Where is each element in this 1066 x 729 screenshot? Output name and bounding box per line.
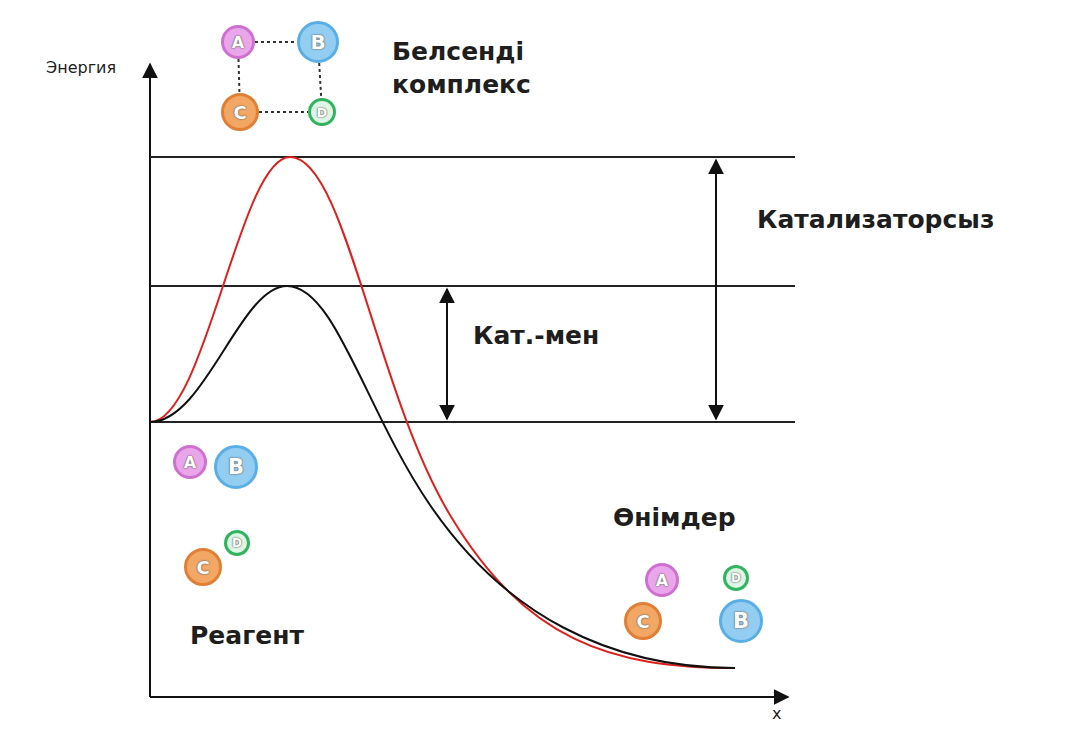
text-label: Өнімдер — [613, 502, 736, 535]
energy-arrow — [715, 160, 717, 419]
text-label: x — [772, 704, 781, 723]
bond-line — [255, 41, 297, 43]
atom-letter: D — [317, 105, 328, 120]
bond-line — [259, 111, 308, 113]
level-line — [150, 421, 795, 423]
atom-letter: D — [731, 571, 741, 585]
atom-circle: B — [719, 599, 763, 643]
atom-letter: B — [733, 609, 749, 633]
energy-arrow — [446, 289, 448, 419]
y-axis — [149, 64, 151, 697]
bond-line — [237, 59, 240, 93]
text-label: Белсенді комплекс — [392, 36, 582, 101]
atom-letter: B — [228, 455, 244, 479]
atom-circle: B — [297, 21, 339, 63]
atom-circle: C — [624, 602, 662, 640]
catalysed-curve — [150, 286, 735, 668]
atom-circle: A — [173, 445, 207, 479]
atom-circle: D — [224, 530, 250, 556]
text-label: Катализаторсыз — [757, 204, 994, 237]
atom-circle: D — [308, 98, 336, 126]
atom-letter: D — [232, 536, 242, 550]
level-line — [150, 285, 795, 287]
text-label: Энергия — [46, 58, 116, 77]
text-label: Кат.-мен — [473, 320, 599, 353]
uncatalysed-curve — [150, 157, 735, 668]
atom-letter: B — [310, 30, 325, 54]
atom-circle: C — [184, 548, 222, 586]
x-axis — [150, 696, 788, 698]
text-label: Реагент — [190, 620, 304, 653]
bond-line — [319, 63, 321, 98]
level-line — [150, 156, 795, 158]
atom-letter: C — [636, 611, 649, 632]
atom-letter: C — [196, 557, 209, 578]
atom-circle: A — [221, 25, 255, 59]
atom-circle: C — [221, 93, 259, 131]
atom-letter: A — [232, 33, 244, 52]
atom-letter: A — [184, 453, 196, 472]
atom-letter: A — [656, 571, 668, 590]
atom-circle: D — [723, 565, 749, 591]
atom-circle: B — [214, 445, 258, 489]
atom-letter: C — [233, 102, 246, 123]
atom-circle: A — [645, 563, 679, 597]
